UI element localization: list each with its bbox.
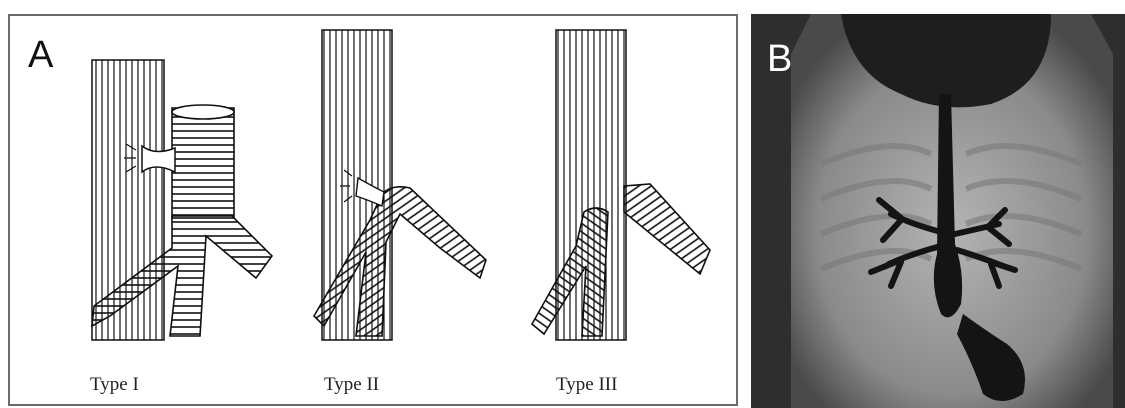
type-2-caption: Type II <box>324 374 379 396</box>
type-1-caption: Type I <box>90 374 139 396</box>
type-1-drawing <box>92 60 272 340</box>
fistula-types-drawing <box>10 16 738 406</box>
contrast-xray-image <box>751 14 1125 408</box>
type-3-upper-bronchus <box>624 184 710 274</box>
panel-a-diagram: A <box>8 14 738 406</box>
panel-b-xray: B <box>751 14 1125 408</box>
type-3-caption: Type III <box>556 374 617 396</box>
type-3-drawing <box>532 30 710 340</box>
type-2-drawing <box>314 30 486 340</box>
panel-b-label: B <box>767 40 792 78</box>
